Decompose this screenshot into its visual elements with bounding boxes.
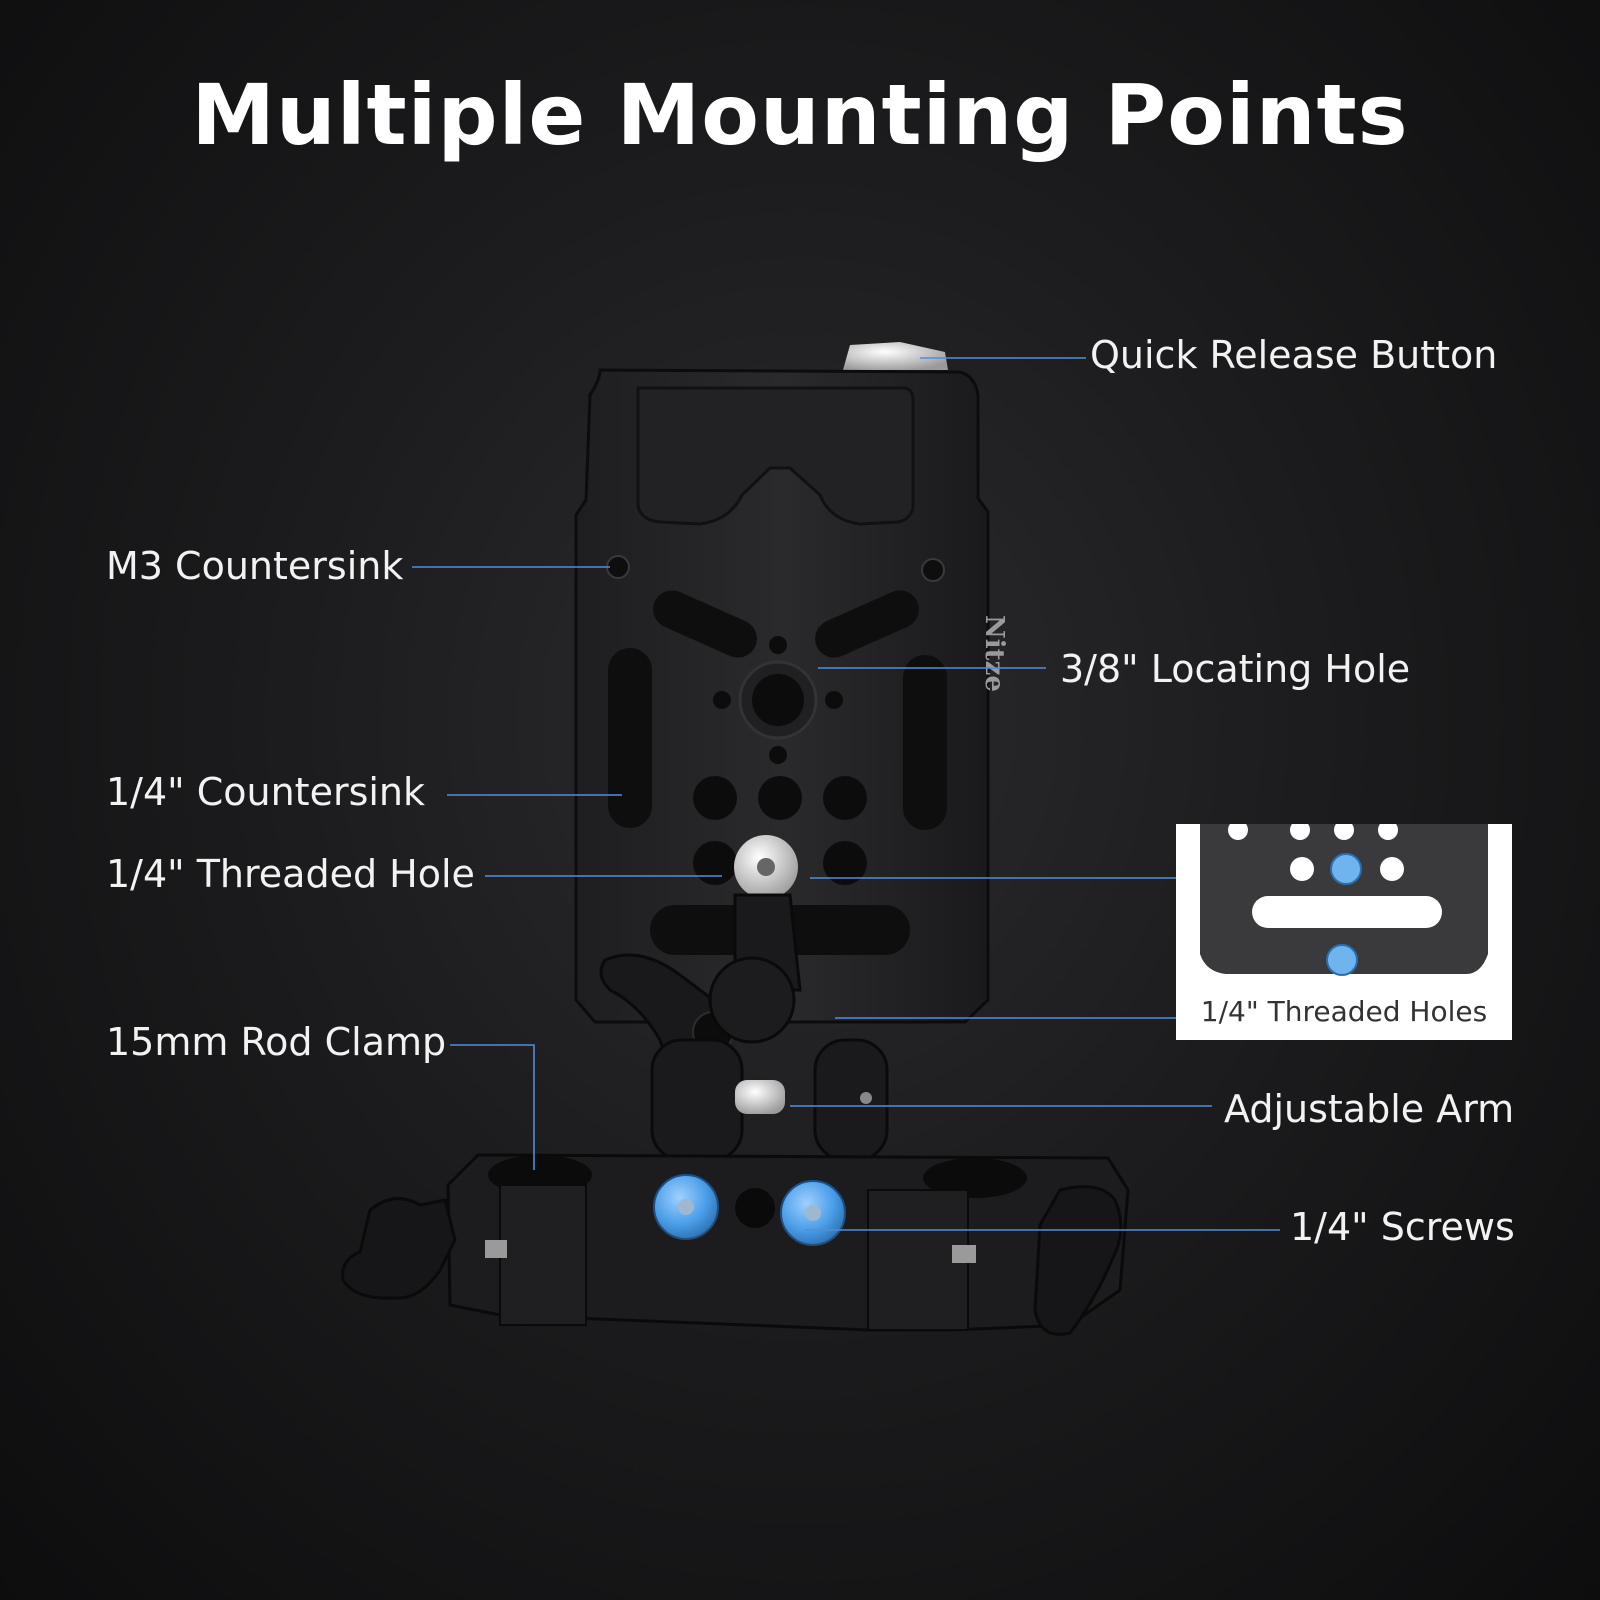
threaded-screw xyxy=(734,835,798,899)
adjustable-arm-part xyxy=(599,893,889,1162)
leader-lines xyxy=(412,357,1280,1231)
m3-countersink-label: M3 Countersink xyxy=(106,544,404,588)
mounting-plate: Nitze xyxy=(574,368,1009,1024)
leader-rod-clamp xyxy=(450,1044,535,1170)
quarter-screws-part xyxy=(653,1174,846,1246)
page-title: Multiple Mounting Points xyxy=(191,66,1409,164)
quick-release-button-part xyxy=(843,342,948,370)
brand-mark: Nitze xyxy=(979,615,1009,692)
quarter-threaded-hole-label: 1/4" Threaded Hole xyxy=(106,852,475,896)
rod-clamp-part xyxy=(341,1153,1130,1336)
locating-hole-label: 3/8" Locating Hole xyxy=(1060,647,1411,691)
adjustable-arm-label: Adjustable Arm xyxy=(1224,1087,1515,1131)
quick-release-button-label: Quick Release Button xyxy=(1090,333,1498,377)
quarter-countersink-label: 1/4" Countersink xyxy=(106,770,426,814)
inset-plate-illustration xyxy=(1200,824,1488,976)
threaded-holes-inset: 1/4" Threaded Holes xyxy=(1176,824,1512,1040)
quarter-screws-label: 1/4" Screws xyxy=(1290,1205,1515,1249)
rod-clamp-label: 15mm Rod Clamp xyxy=(106,1020,447,1064)
inset-caption: 1/4" Threaded Holes xyxy=(1200,995,1488,1028)
